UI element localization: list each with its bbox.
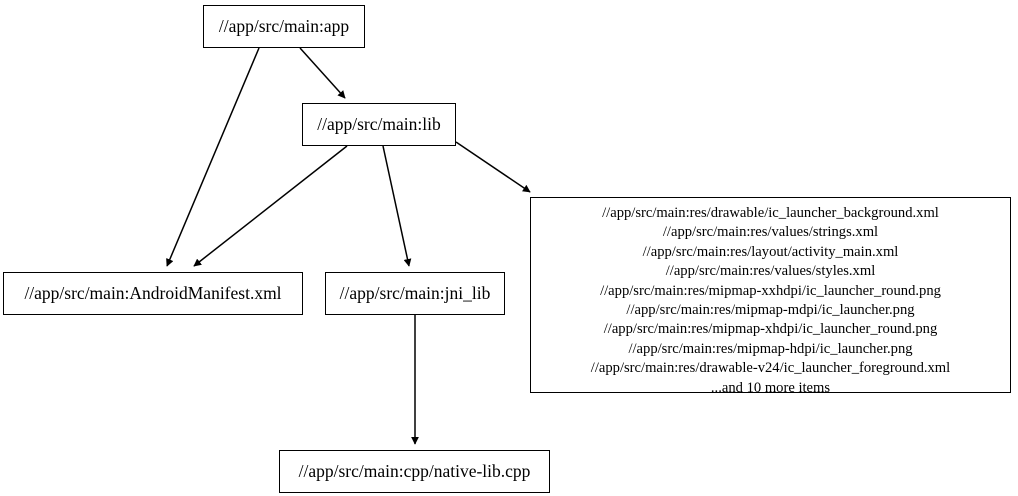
res-line: //app/src/main:res/drawable-v24/ic_launc… [590,360,951,377]
edge-lib-to-manifest [193,145,348,267]
node-res-collection[interactable]: //app/src/main:res/drawable/ic_launcher_… [530,197,1011,396]
edge-lib-to-res [455,141,531,193]
node-app[interactable]: //app/src/main:app [203,5,365,48]
edge-lib-to-jni-lib [382,145,412,267]
node-android-manifest[interactable]: //app/src/main:AndroidManifest.xml [3,272,303,315]
edge-app-to-manifest [166,47,260,267]
res-line: //app/src/main:res/layout/activity_main.… [642,243,899,260]
res-line: //app/src/main:res/mipmap-hdpi/ic_launch… [628,340,913,357]
res-line: //app/src/main:res/values/styles.xml [665,263,876,280]
res-line: //app/src/main:res/values/strings.xml [662,224,879,241]
res-line: //app/src/main:res/mipmap-xhdpi/ic_launc… [603,321,938,338]
node-lib[interactable]: //app/src/main:lib [302,103,456,146]
edge-app-to-lib [299,47,346,99]
res-line: //app/src/main:res/mipmap-mdpi/ic_launch… [626,302,915,319]
res-line: //app/src/main:res/mipmap-xxhdpi/ic_laun… [600,282,941,299]
node-res-collection-lines: //app/src/main:res/drawable/ic_launcher_… [531,204,1010,398]
node-native-lib-cpp-label: //app/src/main:cpp/native-lib.cpp [298,460,531,481]
res-line: //app/src/main:res/drawable/ic_launcher_… [602,205,939,221]
node-android-manifest-label: //app/src/main:AndroidManifest.xml [24,282,282,303]
node-native-lib-cpp[interactable]: //app/src/main:cpp/native-lib.cpp [279,450,550,493]
node-jni-lib[interactable]: //app/src/main:jni_lib [325,272,505,315]
node-jni-lib-label: //app/src/main:jni_lib [339,282,491,303]
res-line-more-items: ...and 10 more items [710,379,831,396]
node-app-label: //app/src/main:app [218,15,350,36]
node-lib-label: //app/src/main:lib [317,113,441,134]
